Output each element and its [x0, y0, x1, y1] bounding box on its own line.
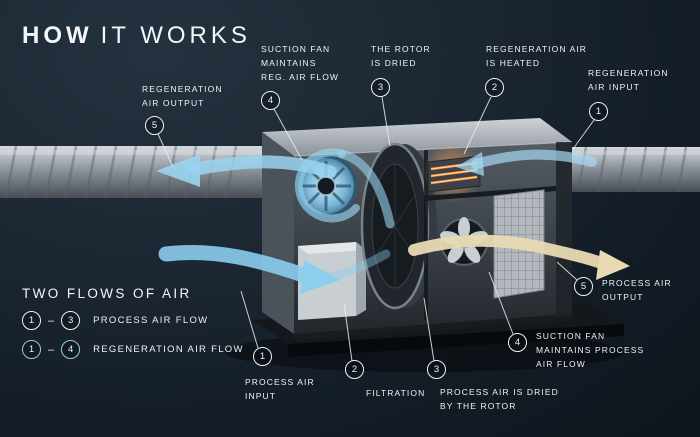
legend-label-process-air-flow: PROCESS AIR FLOW: [93, 315, 209, 326]
badge-regeneration-air-input: 1: [589, 102, 608, 121]
label-filtration: FILTRATION: [366, 388, 426, 398]
label-process-air-input: PROCESS AIR INPUT: [245, 377, 315, 401]
regeneration-air-flow-arrows: [156, 148, 597, 229]
label-regeneration-air-output: REGENERATION AIR OUTPUT: [142, 84, 223, 108]
label-suction-fan-process: SUCTION FAN MAINTAINS PROCESS AIR FLOW: [536, 331, 645, 369]
rotor-icon: [360, 142, 437, 310]
title-word-how: HOW: [22, 22, 93, 49]
badge-process-air-input: 1: [253, 347, 272, 366]
label-regeneration-air-heated: REGENERATION AIR IS HEATED: [486, 44, 588, 68]
heater-icon: [422, 143, 482, 203]
legend-row-process-air-flow: 1 – 3 PROCESS AIR FLOW: [22, 311, 208, 330]
badge-process-air-dried: 3: [427, 360, 446, 379]
legend-row-regeneration-air-flow: 1 – 4 REGENERATION AIR FLOW: [22, 340, 244, 359]
badge-process-air-output: 5: [574, 277, 593, 296]
badge-suction-fan-process: 4: [508, 333, 527, 352]
left-duct-icon: [0, 145, 266, 199]
legend-label-regeneration-air-flow: REGENERATION AIR FLOW: [93, 344, 244, 355]
label-suction-fan-reg: SUCTION FAN MAINTAINS REG. AIR FLOW: [261, 44, 340, 82]
shelf: [424, 186, 556, 201]
badge-filtration: 2: [345, 360, 364, 379]
label-process-air-dried: PROCESS AIR IS DRIED BY THE ROTOR: [440, 387, 559, 411]
badge-regeneration-air-heated: 2: [485, 78, 504, 97]
badge-regeneration-air-output: 5: [145, 116, 164, 135]
legend-badge-3: 3: [61, 311, 81, 330]
title-word-it-works: IT WORKS: [100, 22, 251, 49]
label-regeneration-air-input: REGENERATION AIR INPUT: [588, 68, 669, 92]
badge-rotor-is-dried: 3: [371, 78, 390, 97]
label-process-air-output: PROCESS AIR OUTPUT: [602, 278, 672, 302]
badge-suction-fan-reg: 4: [261, 91, 280, 110]
legend-dash: –: [48, 314, 55, 327]
divider-wall: [424, 150, 428, 320]
right-duct-icon: [560, 146, 700, 193]
label-rotor-is-dried: THE ROTOR IS DRIED: [371, 44, 431, 68]
legend-badge-1-regen: 1: [22, 340, 41, 359]
legend-badge-1: 1: [22, 311, 41, 330]
legend-dash-regen: –: [48, 343, 55, 356]
legend-title: TWO FLOWS OF AIR: [22, 286, 192, 301]
leader-lines: [157, 96, 595, 362]
process-air-flow-arrows: [158, 234, 630, 294]
legend-badge-4: 4: [61, 340, 81, 359]
page-title: HOW IT WORKS: [22, 22, 251, 50]
